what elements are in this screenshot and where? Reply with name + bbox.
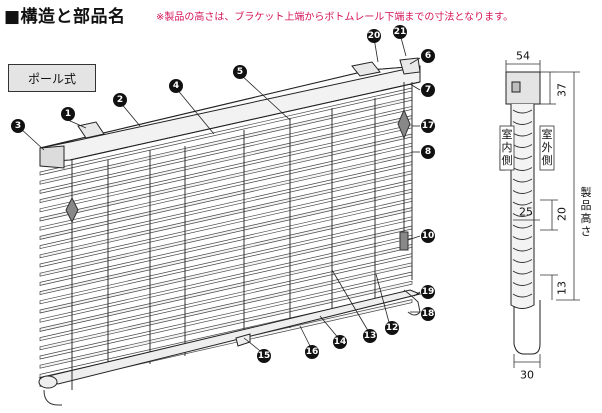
svg-text:側: 側 xyxy=(502,154,513,167)
callout-6 xyxy=(421,49,435,63)
svg-text:高: 高 xyxy=(581,211,592,225)
indoor-label: 室 内 側 xyxy=(499,125,515,171)
svg-text:1: 1 xyxy=(65,109,71,119)
dim-top-width: 54 xyxy=(516,50,530,63)
svg-text:20: 20 xyxy=(368,31,381,41)
callout-2 xyxy=(113,93,127,107)
side-slat xyxy=(512,132,533,137)
side-slat xyxy=(512,167,533,171)
side-slat xyxy=(512,190,533,194)
height-note: ※製品の高さは、ブラケット上端からボトムレール下端までの寸法となります。 xyxy=(156,12,514,23)
svg-text:13: 13 xyxy=(364,331,377,341)
dim-bottom-width: 30 xyxy=(520,369,534,382)
ladder-cords xyxy=(107,98,376,372)
svg-text:5: 5 xyxy=(237,67,243,77)
svg-text:6: 6 xyxy=(425,51,431,61)
side-slat xyxy=(512,282,533,286)
svg-text:品: 品 xyxy=(581,199,592,212)
side-slat xyxy=(512,293,533,298)
svg-text:室: 室 xyxy=(542,127,553,141)
outdoor-label: 室 外 側 xyxy=(539,125,555,171)
callout-16 xyxy=(305,345,319,359)
callout-badges: 1 2 3 4 5 6 7 8 10 12 13 14 15 16 17 18 … xyxy=(11,25,435,363)
left-wand xyxy=(43,160,79,406)
callout-18 xyxy=(421,307,435,321)
svg-text:12: 12 xyxy=(386,323,399,333)
callout-8 xyxy=(421,145,435,159)
side-slat xyxy=(512,259,533,263)
side-slat xyxy=(512,201,533,206)
svg-text:17: 17 xyxy=(422,121,435,131)
svg-text:8: 8 xyxy=(425,147,431,157)
callout-14 xyxy=(333,335,347,349)
callout-10 xyxy=(421,229,435,243)
callout-7 xyxy=(421,83,435,97)
svg-text:7: 7 xyxy=(425,85,431,95)
svg-text:10: 10 xyxy=(422,231,435,241)
callout-4 xyxy=(169,79,183,93)
dim-bottom-rail: 13 xyxy=(556,281,569,295)
side-view xyxy=(499,71,541,355)
side-slat xyxy=(512,109,533,114)
callout-3 xyxy=(11,119,25,133)
callout-21 xyxy=(393,25,407,39)
svg-text:外: 外 xyxy=(542,141,553,154)
svg-text:室: 室 xyxy=(502,127,513,141)
callout-13 xyxy=(363,329,377,343)
slats-group xyxy=(39,87,413,388)
callout-19 xyxy=(421,285,435,299)
side-slat xyxy=(512,178,533,183)
svg-text:さ: さ xyxy=(581,225,592,238)
side-slat xyxy=(512,213,533,217)
side-slat xyxy=(512,236,533,240)
svg-text:18: 18 xyxy=(422,309,435,319)
callout-17 xyxy=(421,119,435,133)
callout-20 xyxy=(367,29,381,43)
section-title: ■構造と部品名 xyxy=(4,7,126,27)
svg-text:4: 4 xyxy=(173,81,179,91)
dim-slat-depth: 25 xyxy=(519,206,533,219)
svg-text:15: 15 xyxy=(258,351,271,361)
side-slat xyxy=(512,144,533,148)
right-operator xyxy=(397,82,421,316)
svg-text:側: 側 xyxy=(542,154,553,167)
callout-leaders xyxy=(19,33,421,355)
product-height-label: 製 品 高 さ xyxy=(581,185,592,238)
svg-text:製: 製 xyxy=(581,185,592,199)
side-slat xyxy=(512,155,533,160)
svg-text:19: 19 xyxy=(422,287,435,297)
slat xyxy=(39,280,413,369)
dimension-lines xyxy=(505,60,580,368)
dim-slat-pitch: 20 xyxy=(556,207,569,221)
bottom-rail xyxy=(38,289,422,389)
side-slat xyxy=(512,270,533,275)
callout-15 xyxy=(257,349,271,363)
svg-text:14: 14 xyxy=(334,337,347,347)
callout-5 xyxy=(233,65,247,79)
svg-text:16: 16 xyxy=(306,347,319,357)
callout-1 xyxy=(61,107,75,121)
dim-top-height: 37 xyxy=(556,83,569,97)
callout-12 xyxy=(385,321,399,335)
side-slat xyxy=(512,121,533,125)
svg-text:2: 2 xyxy=(117,95,123,105)
brackets xyxy=(77,57,421,139)
side-slat xyxy=(512,247,533,252)
head-box xyxy=(39,65,421,169)
side-slat xyxy=(512,224,533,229)
type-label: ポール式 xyxy=(8,64,96,92)
svg-text:内: 内 xyxy=(502,140,513,154)
svg-text:21: 21 xyxy=(394,27,407,37)
svg-text:3: 3 xyxy=(15,121,21,131)
